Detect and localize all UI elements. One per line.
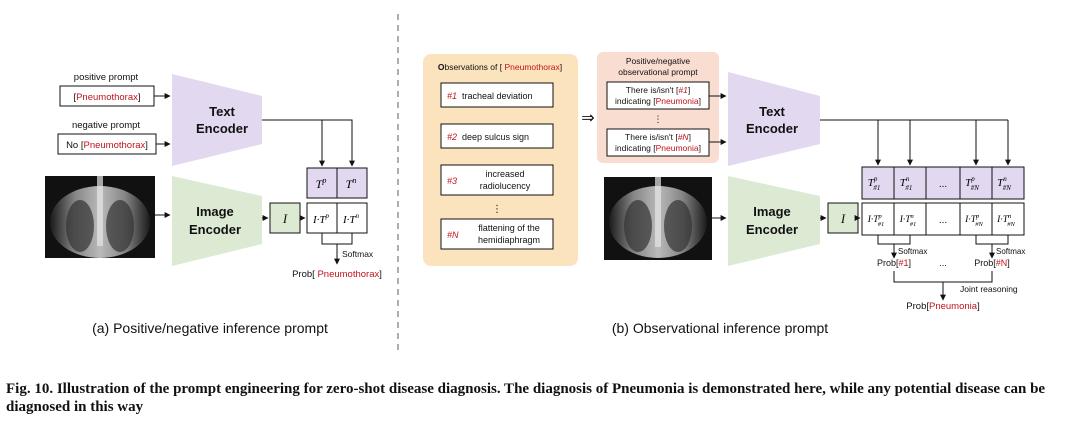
image-feature-b	[827, 202, 859, 234]
negative-prompt-label: negative prompt	[72, 120, 140, 131]
prompt-box-1-line-2: indicating [Pneumonia]	[615, 96, 701, 106]
caption-a: (a) Positive/negative inference prompt	[92, 320, 328, 336]
prompt-box-1	[606, 81, 710, 110]
text-encoder-a-label-2: Encoder	[196, 121, 248, 136]
it-negative-cell	[336, 202, 368, 234]
text-encoder-a	[172, 74, 262, 166]
softmax-label-bn: Softmax	[996, 247, 1025, 256]
joint-reasoning-label: Joint reasoning	[960, 284, 1018, 294]
image-encoder-b	[728, 176, 820, 266]
prob-a: Prob[ Pneumothorax]	[292, 269, 382, 280]
svg-text:deep sulcus sign: deep sulcus sign	[462, 132, 529, 142]
prompt-box-n-line-1: There is/isn't [#N]	[625, 132, 691, 142]
prompt-box-1-line-1: There is/isn't [#1]	[626, 85, 690, 95]
t-cell-dots-label: ...	[939, 179, 947, 190]
image-feature-a	[269, 202, 301, 234]
observations-title: Observations of [ Pneumothorax]	[438, 62, 562, 72]
t-positive-cell	[306, 167, 338, 199]
image-feature-b-label: I	[840, 211, 846, 226]
prompt-box-n-line-2: indicating [Pneumonia]	[615, 143, 701, 153]
t-cell-pn-label: Tp#N	[965, 175, 979, 192]
t-cell-nn-label: Tn#N	[997, 175, 1011, 192]
xray-image-b	[604, 177, 712, 260]
observation-2: #2 deep sulcus sign	[440, 123, 554, 149]
figure-caption: Fig. 10. Illustration of the prompt engi…	[6, 381, 1046, 415]
panel-b: Observations of [ Pneumothorax] #1 trach…	[423, 52, 1025, 336]
svg-text:#2: #2	[447, 132, 457, 142]
text-encoder-b	[728, 72, 820, 166]
t-negative-label: Tn	[346, 176, 357, 191]
it-cell-p1-label: I·Tp#1	[867, 213, 885, 228]
prob-final: Prob[Pneumonia]	[906, 301, 979, 312]
it-cell-pn	[959, 202, 993, 236]
positive-prompt-label: positive prompt	[74, 72, 139, 83]
panel-a: positive prompt [Pneumothorax] negative …	[45, 72, 382, 336]
image-feature-a-label: I	[282, 211, 288, 226]
observation-3: #3 increased radiolucency	[440, 164, 554, 196]
xray-image-a	[45, 176, 155, 258]
observations-vdots: ⋮	[492, 204, 502, 215]
t-cell-nn	[991, 166, 1025, 200]
svg-text:hemidiaphragm: hemidiaphragm	[478, 235, 540, 245]
svg-text:#N: #N	[447, 230, 459, 240]
svg-text:increased: increased	[485, 169, 524, 179]
softmax-label-a: Softmax	[342, 249, 374, 259]
t-cell-p1-label: Tp#1	[868, 175, 881, 192]
svg-text:flattening of the: flattening of the	[478, 223, 540, 233]
image-encoder-a-label-1: Image	[196, 204, 234, 219]
positive-prompt-text: [Pneumothorax]	[73, 92, 140, 103]
prompt-title-2: observational prompt	[618, 67, 698, 77]
implies-arrow: ⇒	[581, 110, 594, 127]
it-negative-label: I·Tn	[342, 212, 360, 226]
image-encoder-a	[172, 176, 262, 266]
t-cell-n1-label: Tn#1	[900, 175, 913, 192]
softmax-label-b1: Softmax	[898, 247, 927, 256]
it-cell-nn	[991, 202, 1025, 236]
observation-n: #N flattening of the hemidiaphragm	[440, 218, 554, 250]
text-encoder-b-label-1: Text	[759, 104, 785, 119]
prob-obs-1: Prob[#1]	[877, 258, 911, 268]
it-cell-nn-label: I·Tn#N	[996, 213, 1015, 228]
prompt-box-n	[606, 128, 710, 157]
observation-1: #1 tracheal deviation	[440, 82, 554, 108]
it-positive-label: I·Tp	[312, 212, 330, 226]
prompt-vdots: ⋮	[654, 114, 663, 124]
it-cell-n1-label: I·Tn#1	[899, 213, 917, 228]
it-cell-dots	[925, 202, 961, 236]
t-cell-pn	[959, 166, 993, 200]
t-negative-cell	[336, 167, 368, 199]
negative-prompt-text: No [Pneumothorax]	[66, 140, 148, 151]
image-encoder-a-label-2: Encoder	[189, 222, 241, 237]
image-encoder-b-label-2: Encoder	[746, 222, 798, 237]
image-encoder-b-label-1: Image	[753, 204, 791, 219]
prob-dots: ...	[939, 258, 947, 268]
text-encoder-b-label-2: Encoder	[746, 121, 798, 136]
t-positive-label: Tp	[316, 176, 327, 191]
caption-b: (b) Observational inference prompt	[612, 320, 828, 336]
svg-text:tracheal deviation: tracheal deviation	[462, 91, 533, 101]
svg-text:radiolucency: radiolucency	[480, 181, 531, 191]
svg-text:#1: #1	[447, 91, 457, 101]
prompt-title-1: Positive/negative	[626, 56, 691, 66]
it-cell-pn-label: I·Tp#N	[964, 213, 983, 228]
svg-text:#3: #3	[447, 176, 457, 186]
t-cell-dots	[925, 166, 961, 200]
text-encoder-a-label-1: Text	[209, 104, 235, 119]
it-cell-dots-label: ...	[939, 215, 947, 226]
prob-obs-n: Prob[#N]	[974, 258, 1010, 268]
